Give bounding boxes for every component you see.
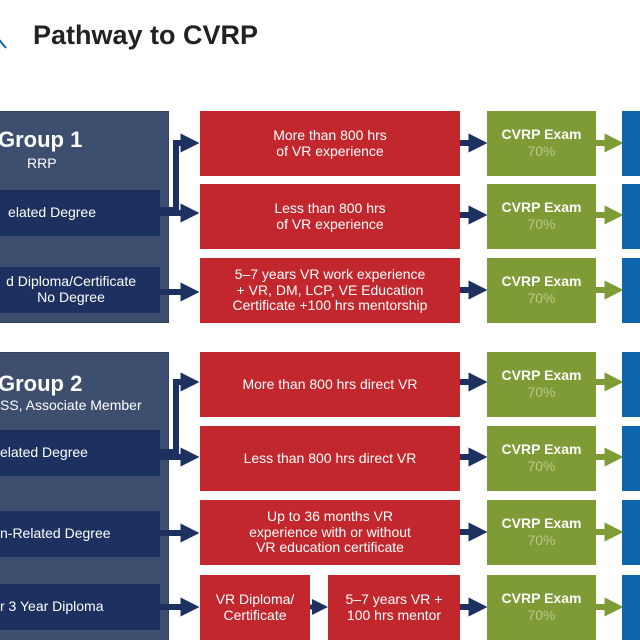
pass-rate: 70% xyxy=(527,216,556,232)
g2-exam-4: CVRP Exam 70% xyxy=(487,575,596,640)
g2-exam-2: CVRP Exam 70% xyxy=(487,426,596,491)
g1-outcome-2 xyxy=(622,184,640,249)
g1-requirement-related-degree: elated Degree xyxy=(0,190,160,236)
g2-exam-1: CVRP Exam 70% xyxy=(487,352,596,417)
group-1-title: Group 1 xyxy=(0,127,83,152)
g1-outcome-1 xyxy=(622,111,640,176)
g1-requirement-diploma: d Diploma/Certificate No Degree xyxy=(0,267,160,313)
g1-experience-5-7-years: 5–7 years VR work experience + VR, DM, L… xyxy=(200,258,460,323)
arrow-g1-branch-up xyxy=(160,133,200,213)
g2-outcome-2 xyxy=(622,426,640,491)
g2-requirement-non-related-degree: n-Related Degree xyxy=(0,511,160,557)
g1-experience-more-800: More than 800 hrs of VR experience xyxy=(200,111,460,176)
page-title: Pathway to CVRP xyxy=(33,20,259,50)
group-2-title: Group 2 xyxy=(0,371,83,396)
g2-outcome-1 xyxy=(622,352,640,417)
pass-rate: 70% xyxy=(527,607,556,623)
pass-rate: 70% xyxy=(527,143,556,159)
logo-chevron-icon xyxy=(0,39,7,49)
g1-outcome-3 xyxy=(622,258,640,323)
pass-rate: 70% xyxy=(527,458,556,474)
g2-exam-3: CVRP Exam 70% xyxy=(487,500,596,565)
group-2-subtitle: SS, Associate Member xyxy=(0,397,142,413)
g1-exam-3: CVRP Exam 70% xyxy=(487,258,596,323)
g2-requirement-diploma: r 3 Year Diploma xyxy=(0,584,160,630)
g2-step-vr-diploma: VR Diploma/ Certificate xyxy=(200,575,310,640)
pass-rate: 70% xyxy=(527,290,556,306)
g2-outcome-3 xyxy=(622,500,640,565)
g2-requirement-related-degree: elated Degree xyxy=(0,430,160,476)
pass-rate: 70% xyxy=(527,532,556,548)
g2-experience-36-months: Up to 36 months VR experience with or wi… xyxy=(200,500,460,565)
group-1-subtitle: RRP xyxy=(27,155,57,171)
g1-experience-less-800: Less than 800 hrs of VR experience xyxy=(200,184,460,249)
g1-exam-1: CVRP Exam 70% xyxy=(487,111,596,176)
arrow-g2-branch-up xyxy=(160,372,200,455)
g2-experience-less-800: Less than 800 hrs direct VR xyxy=(200,426,460,491)
g1-exam-2: CVRP Exam 70% xyxy=(487,184,596,249)
pass-rate: 70% xyxy=(527,384,556,400)
g2-experience-more-800: More than 800 hrs direct VR xyxy=(200,352,460,417)
g1-requirement-diploma-text: d Diploma/Certificate No Degree xyxy=(6,273,136,305)
g2-outcome-4 xyxy=(622,575,640,640)
g2-step-5-7-years: 5–7 years VR + 100 hrs mentor xyxy=(328,575,460,640)
